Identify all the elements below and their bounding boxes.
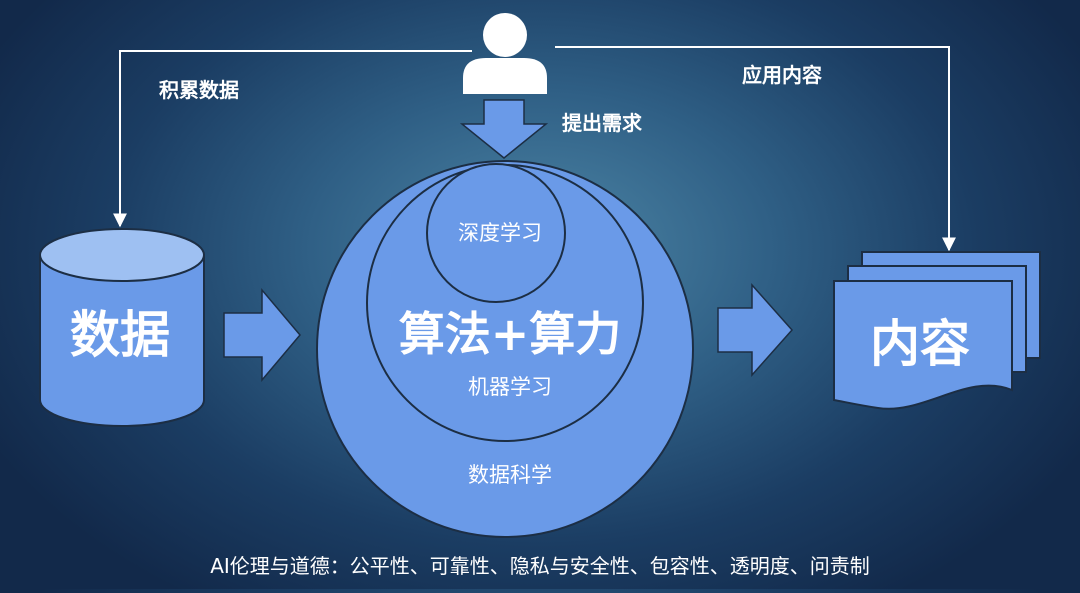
apply-content-connector <box>555 46 956 252</box>
deep-learning-circle <box>426 163 566 303</box>
documents-icon <box>833 251 1041 410</box>
algorithm-to-content-arrow <box>717 283 794 377</box>
user-icon <box>463 13 547 94</box>
content-label: 内容 <box>870 315 970 373</box>
deep-learning-label: 深度学习 <box>458 221 542 245</box>
machine-learning-label: 机器学习 <box>468 375 552 399</box>
data-to-algorithm-arrow <box>223 287 301 383</box>
apply-content-label: 应用内容 <box>742 63 822 87</box>
data-label: 数据 <box>70 306 170 364</box>
accumulate-data-connector <box>113 50 472 228</box>
accumulate-data-label: 积累数据 <box>159 78 239 102</box>
data-science-label: 数据科学 <box>468 463 552 487</box>
database-icon <box>39 228 205 427</box>
demand-arrow <box>459 99 549 159</box>
raise-demand-label: 提出需求 <box>562 111 643 135</box>
ethics-caption: AI伦理与道德：公平性、可靠性、隐私与安全性、包容性、透明度、问责制 <box>210 554 870 578</box>
algorithm-compute-label: 算法+算力 <box>399 307 622 361</box>
